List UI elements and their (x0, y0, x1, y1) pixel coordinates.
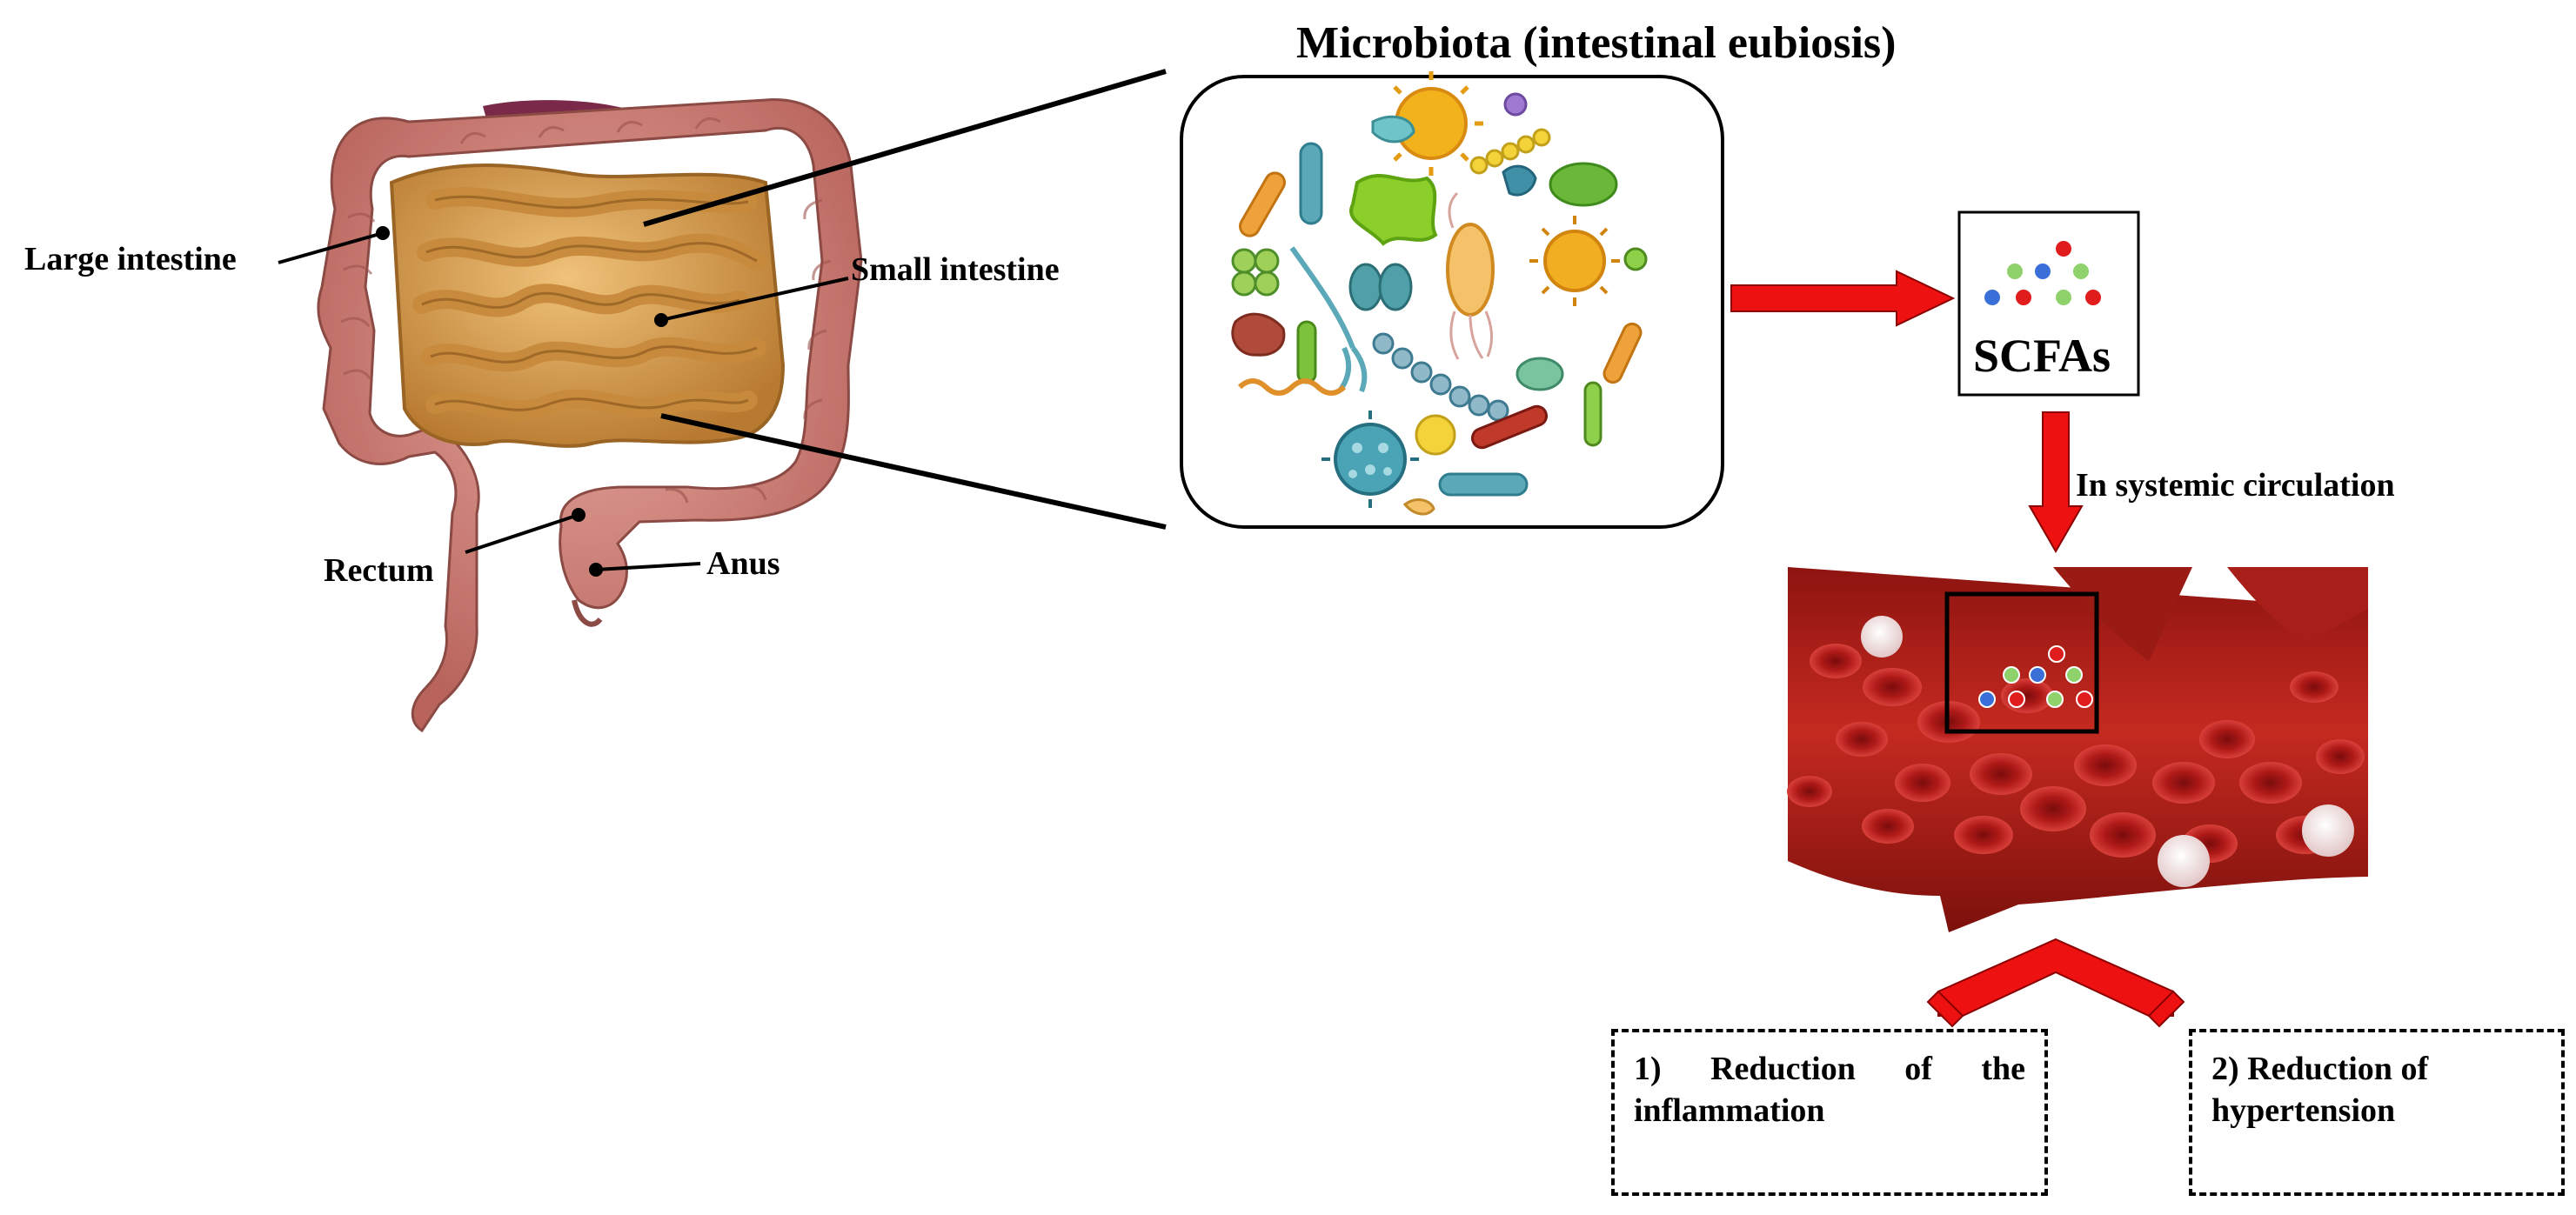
spirochete (1237, 378, 1347, 396)
intestine-illustration (317, 97, 863, 733)
blood-vessel-illustration (1787, 567, 2368, 932)
leader-small-intestine (660, 277, 849, 322)
orange-rod-right (1602, 322, 1643, 384)
outcome-inflammation-text: 1) Reduction of the inflammation (1634, 1051, 2025, 1129)
haustra-texture (340, 117, 832, 504)
arrow-to-circulation (2028, 411, 2084, 554)
label-large-intestine: Large intestine (24, 241, 237, 277)
bacillus-with-flagella (1446, 223, 1495, 317)
diplococcus (1348, 263, 1383, 311)
yellow-coccus (1415, 414, 1456, 456)
orange-rod (1239, 171, 1286, 237)
teal-blob (1371, 115, 1415, 144)
outcome-inflammation-box: 1) Reduction of the inflammation (1611, 1029, 2048, 1196)
scfa-zoom-square (1944, 591, 2099, 734)
scfa-dots-in-blood (1978, 645, 2093, 708)
brown-blob (1231, 312, 1286, 357)
teal-virus (1321, 411, 1419, 508)
label-systemic-circulation: In systemic circulation (2076, 467, 2395, 504)
green-cocci-cluster (1231, 248, 1280, 297)
tadpole-microbe (1402, 498, 1435, 516)
zoom-lines (643, 69, 1167, 530)
teal-rod (1299, 142, 1323, 225)
arrow-to-scfas (1730, 270, 1956, 327)
green-pod (1515, 357, 1564, 391)
green-rod-right (1583, 381, 1602, 447)
teal-rod-bottom (1438, 472, 1529, 497)
large-intestine-shape (317, 97, 863, 733)
red-rod (1470, 404, 1549, 450)
spiky-yellow-microbe (1379, 71, 1483, 176)
scfa-dots (1983, 239, 2103, 307)
outcome-hypertension-box: 2) Reduction of hypertension (2189, 1029, 2565, 1196)
anus-shape (572, 599, 603, 627)
yellow-chain (1469, 128, 1551, 175)
red-blood-cells (1787, 644, 2365, 863)
diagram-title: Microbiota (intestinal eubiosis) (1296, 18, 1897, 68)
fork-arrow-right-head (2147, 990, 2185, 1028)
label-anus: Anus (706, 545, 780, 582)
green-amoeba (1349, 173, 1438, 246)
leader-anus (595, 562, 701, 571)
leader-large-intestine (278, 231, 384, 264)
purple-coccus (1503, 92, 1528, 117)
green-rod (1296, 320, 1317, 384)
orange-virus (1529, 216, 1620, 306)
microbes-cluster (1231, 71, 1648, 516)
streptococcus-chain (1372, 332, 1509, 422)
green-oval-microbe (1549, 162, 1618, 207)
label-small-intestine: Small intestine (851, 251, 1060, 288)
white-blood-cells (1861, 616, 2354, 887)
label-leader-lines (278, 226, 849, 577)
label-rectum: Rectum (324, 552, 434, 589)
outcome-hypertension-text: 2) Reduction of hypertension (2211, 1051, 2429, 1129)
leader-rectum (465, 513, 579, 554)
green-coccus (1623, 247, 1648, 271)
fork-arrow-left-head (1926, 990, 1964, 1028)
fork-arrow (1937, 938, 2174, 1017)
label-scfas: SCFAs (1973, 330, 2111, 382)
teal-shield-microbe (1502, 164, 1537, 197)
